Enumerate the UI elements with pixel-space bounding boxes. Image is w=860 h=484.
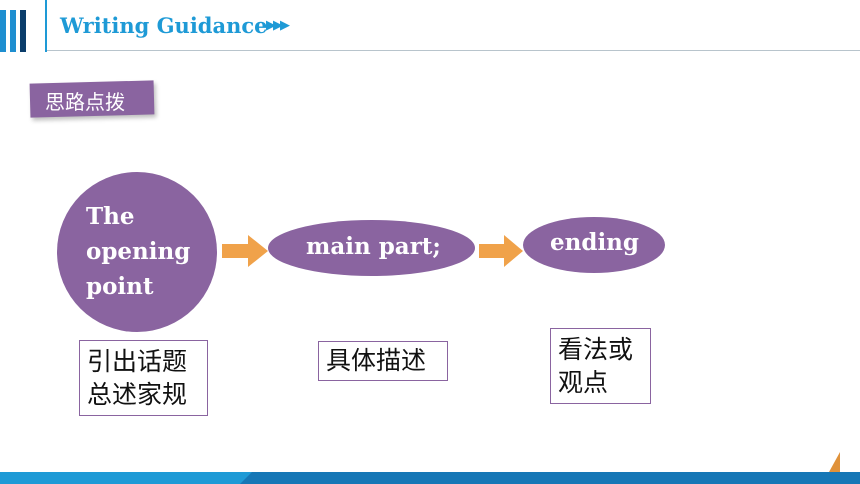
flow-node-opening-line: The [86, 203, 135, 230]
header-divider [45, 0, 47, 52]
flow-node-opening-label: The opening point [86, 199, 190, 304]
note-line: 观点 [558, 368, 609, 397]
flow-node-opening [57, 172, 217, 332]
section-tag-label: 思路点拨 [45, 90, 125, 114]
flow-node-opening-line: opening [86, 238, 191, 265]
note-box-opening: 引出话题 总述家规 [79, 340, 208, 416]
header-accent-bar [20, 10, 26, 52]
flow-node-opening-line: point [86, 273, 154, 300]
note-line: 看法或 [558, 335, 634, 364]
flow-node-ending-label: ending [550, 229, 639, 256]
note-line: 具体描述 [326, 346, 427, 375]
corner-triangle-icon [829, 452, 840, 472]
note-box-ending: 看法或 观点 [550, 328, 651, 404]
header-rule [47, 50, 860, 51]
header-accent-bar [10, 10, 16, 52]
flow-arrow-icon [222, 235, 268, 267]
flow-arrow-icon [479, 235, 523, 267]
footer-bar-accent [240, 472, 860, 484]
note-box-main: 具体描述 [318, 341, 448, 381]
note-line: 总述家规 [87, 380, 188, 409]
note-line: 引出话题 [87, 347, 188, 376]
flow-node-ending [523, 217, 665, 273]
page-title: Writing Guidance [60, 13, 268, 38]
header-accent-bar [0, 10, 6, 52]
flow-node-main-label: main part; [306, 233, 441, 260]
triple-arrow-icon: ▶▶▶ [266, 18, 290, 33]
flow-node-main [268, 220, 475, 276]
